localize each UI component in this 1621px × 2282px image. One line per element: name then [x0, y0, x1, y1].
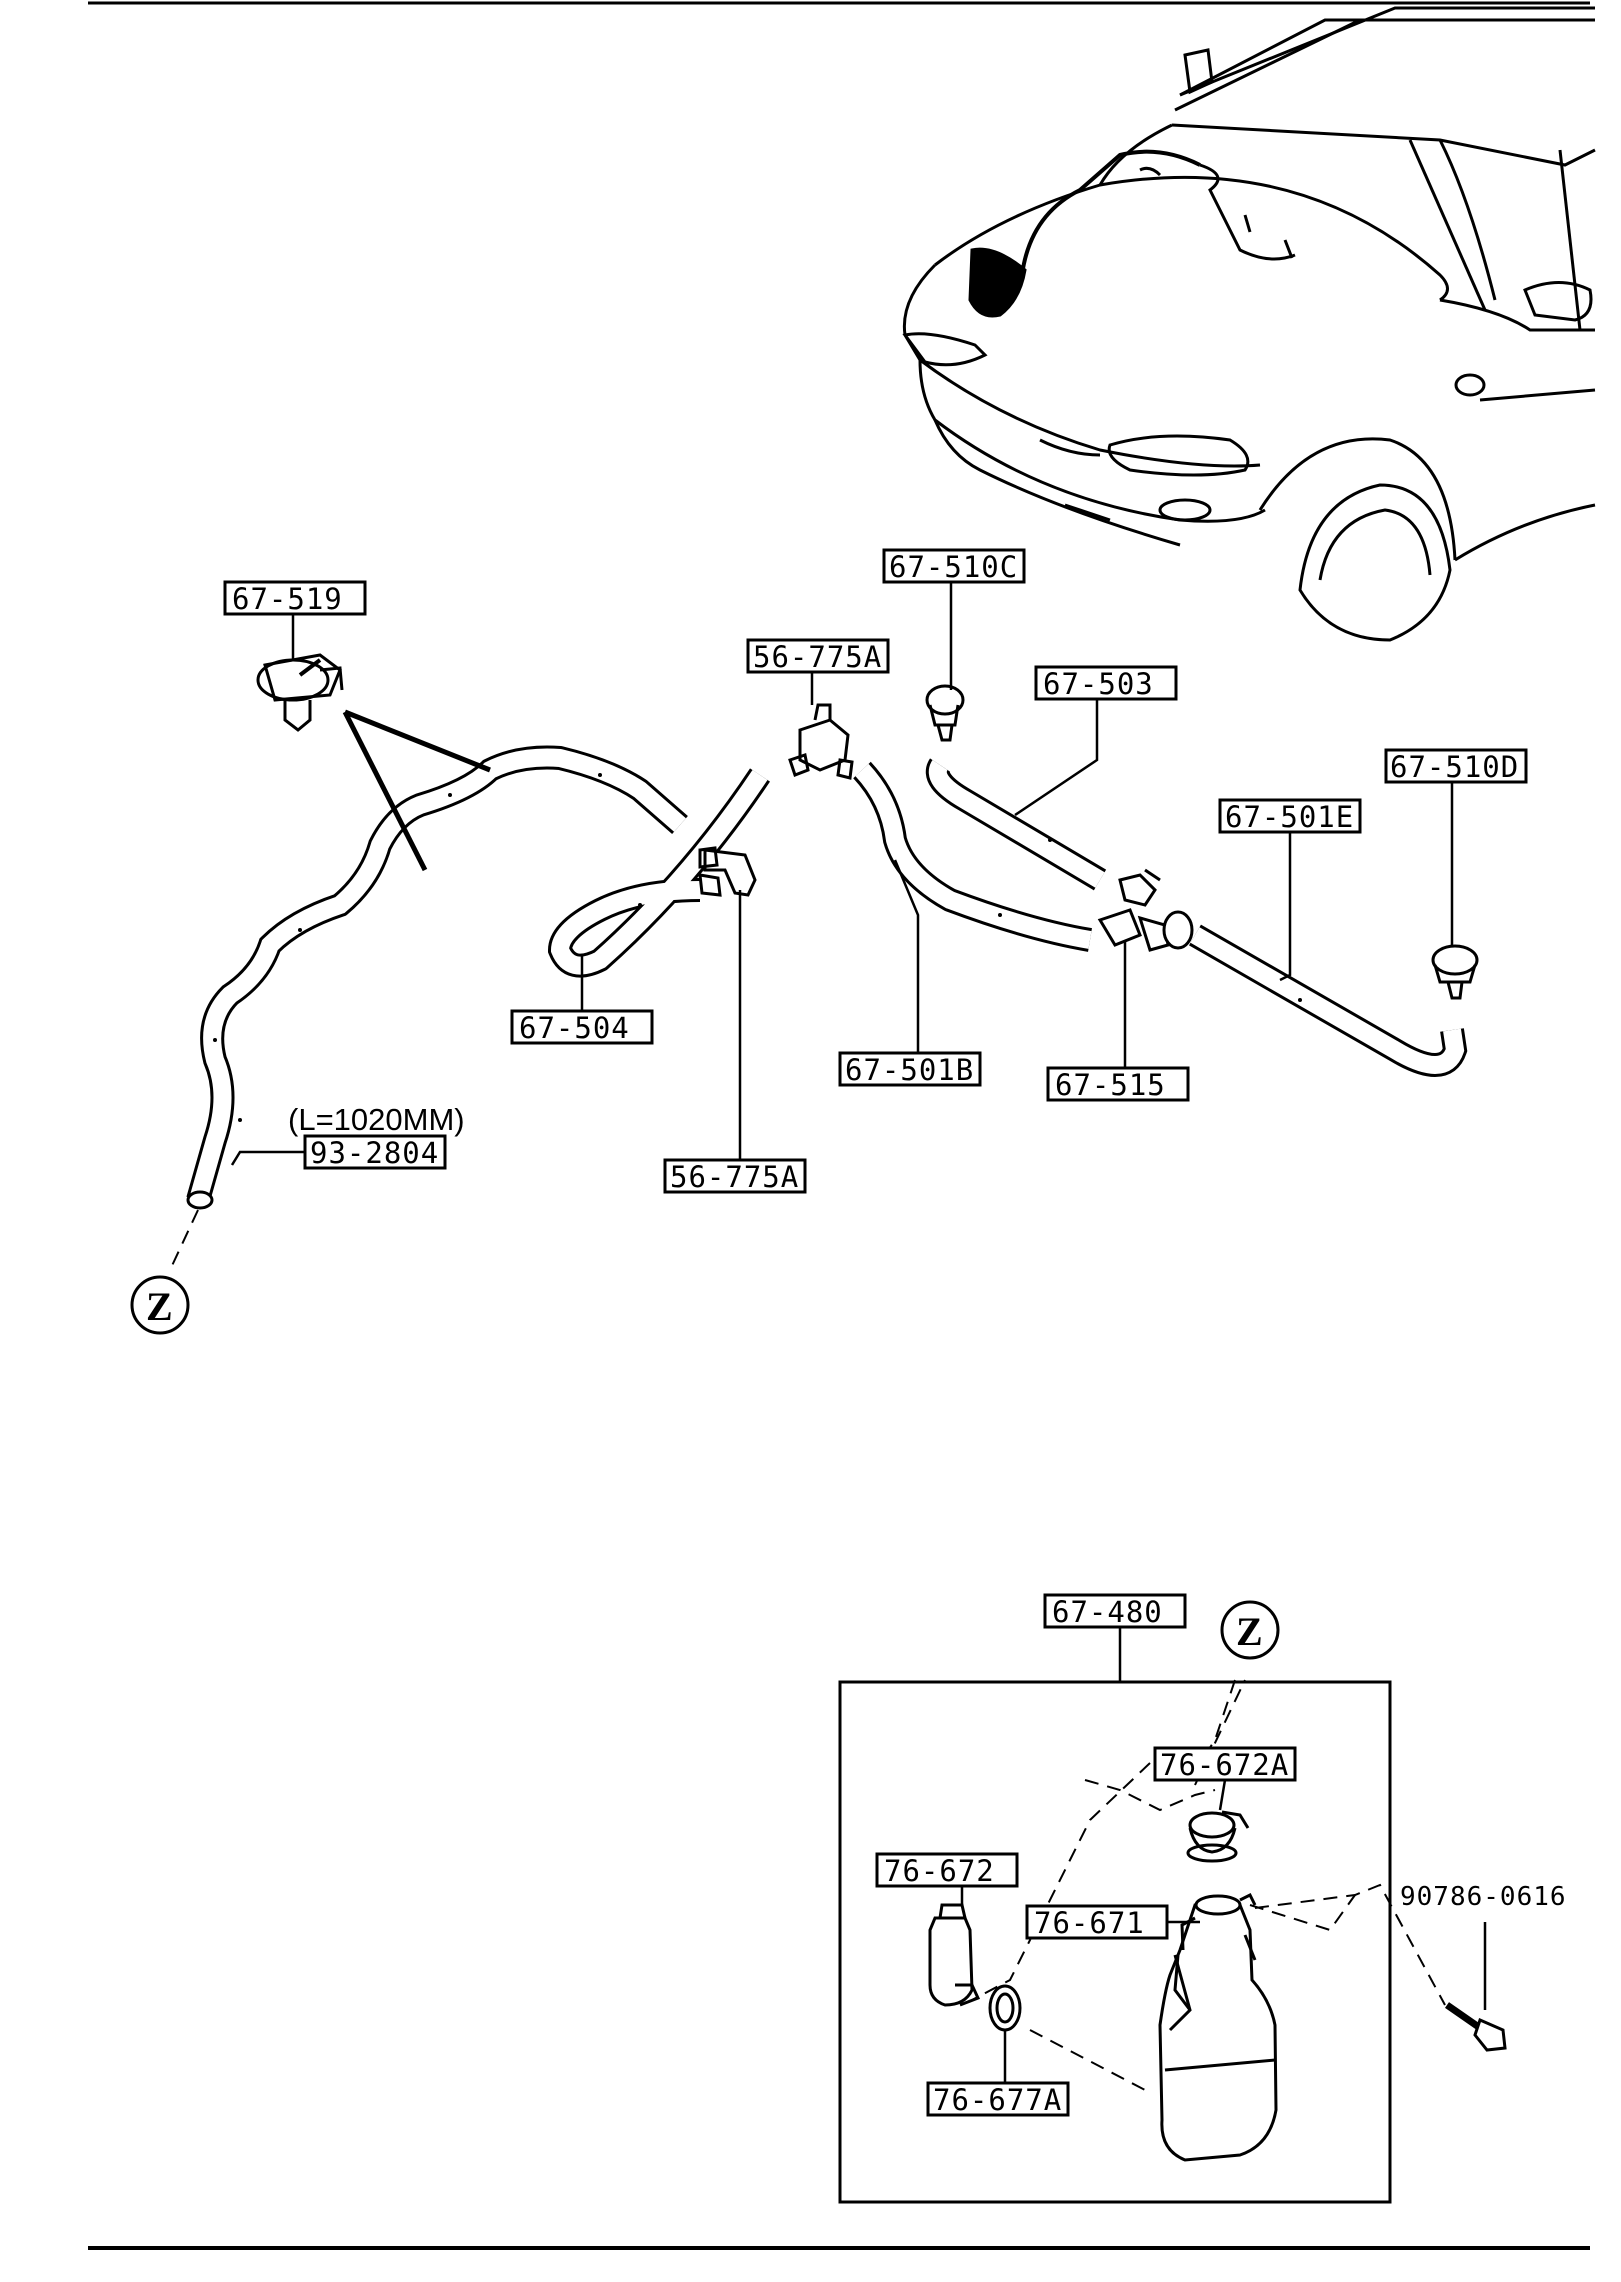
- svg-text:67-503: 67-503: [1043, 667, 1154, 701]
- z-marker-lower: Z: [1220, 1600, 1280, 1660]
- svg-text:67-501E: 67-501E: [1225, 800, 1354, 834]
- tee-joint-lower: [698, 846, 757, 897]
- bolt-part-label: 90786-0616: [1400, 1882, 1567, 1912]
- callout-76-672: 76-672: [875, 1852, 1019, 1888]
- callout-76-671: 76-671: [1025, 1904, 1169, 1940]
- svg-text:67-510C: 67-510C: [889, 550, 1018, 584]
- svg-text:76-671: 76-671: [1034, 1906, 1145, 1940]
- callout-76-677A: 76-677A: [926, 2081, 1070, 2117]
- hose-texture: [213, 773, 1302, 1122]
- callout-67-504: 67-504: [510, 1009, 654, 1045]
- svg-text:67-480: 67-480: [1052, 1595, 1163, 1629]
- nozzle-c: [925, 684, 965, 742]
- reservoir-tank: [1158, 1892, 1278, 2162]
- callout-67-519: 67-519: [223, 580, 367, 616]
- length-note: (L=1020MM): [288, 1102, 465, 1137]
- nozzle-d: [1431, 944, 1479, 1000]
- clip-leaders: [342, 709, 491, 872]
- reservoir-frame: [838, 1680, 1392, 2204]
- svg-text:76-677A: 76-677A: [933, 2083, 1062, 2117]
- leader-lines-lower: [960, 1679, 1487, 2091]
- svg-text:76-672: 76-672: [884, 1854, 995, 1888]
- svg-text:67-515: 67-515: [1055, 1068, 1166, 1102]
- callout-67-515: 67-515: [1046, 1066, 1190, 1102]
- svg-text:93-2804: 93-2804: [310, 1136, 439, 1170]
- callout-67-501B: 67-501B: [838, 1051, 982, 1087]
- pump-grommet: [988, 1984, 1022, 2032]
- callout-67-503: 67-503: [1034, 665, 1178, 701]
- clip-component: [256, 653, 344, 732]
- svg-text:67-510D: 67-510D: [1390, 750, 1519, 784]
- z-link-upper: [169, 1209, 199, 1271]
- joint-515: [1097, 868, 1194, 952]
- svg-text:Z: Z: [146, 1284, 173, 1329]
- callout-56-775A-lower: 56-775A: [663, 1158, 807, 1194]
- callout-67-510C: 67-510C: [882, 548, 1026, 584]
- svg-text:56-775A: 56-775A: [753, 640, 882, 674]
- svg-text:Z: Z: [1236, 1609, 1263, 1654]
- callout-67-510D: 67-510D: [1384, 748, 1528, 784]
- svg-text:76-672A: 76-672A: [1160, 1748, 1289, 1782]
- callout-76-672A: 76-672A: [1153, 1746, 1297, 1782]
- reservoir-cap: [1186, 1810, 1250, 1863]
- svg-text:56-775A: 56-775A: [670, 1160, 799, 1194]
- callout-67-501E: 67-501E: [1218, 798, 1362, 834]
- car-illustration: [902, 6, 1596, 642]
- leader-lines-upper: [230, 583, 1454, 1166]
- callout-67-480: 67-480: [1043, 1593, 1187, 1629]
- tee-joint-upper: [788, 703, 854, 780]
- washer-pump: [928, 1903, 981, 2007]
- callout-93-2804: 93-2804: [303, 1134, 447, 1170]
- z-marker-upper: Z: [130, 1275, 190, 1335]
- svg-text:67-504: 67-504: [519, 1011, 630, 1045]
- bolt: [1445, 2002, 1507, 2052]
- svg-text:67-501B: 67-501B: [845, 1053, 974, 1087]
- callout-56-775A-upper: 56-775A: [746, 638, 890, 674]
- hose-assembly: [186, 745, 1468, 1210]
- svg-text:67-519: 67-519: [232, 582, 343, 616]
